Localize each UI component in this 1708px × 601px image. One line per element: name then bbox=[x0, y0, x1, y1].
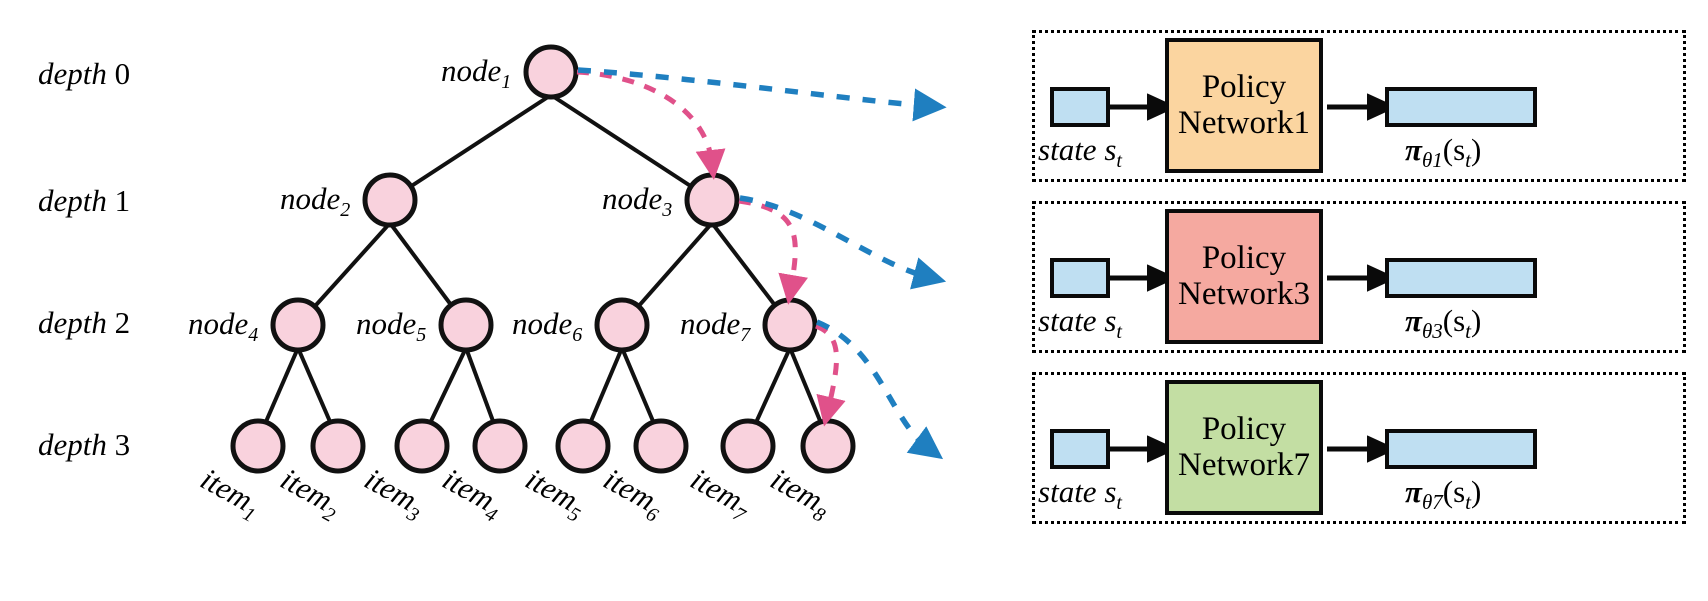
depth-label-2: depth 2 bbox=[38, 305, 130, 341]
depth-word-1: depth bbox=[38, 183, 107, 218]
state-input-box-3[interactable] bbox=[1050, 429, 1110, 469]
depth-value-1: 1 bbox=[114, 183, 131, 218]
policy-network-label-line2-2: Network3 bbox=[1178, 275, 1310, 312]
policy-network-label-line2-3: Network7 bbox=[1178, 446, 1310, 483]
tree-node-item3[interactable] bbox=[394, 418, 450, 474]
state-caption-2: state st bbox=[1038, 303, 1122, 344]
tree-node-item5[interactable] bbox=[555, 418, 611, 474]
policy-network-label-line1-2: Policy bbox=[1201, 239, 1287, 276]
tree-node-node4[interactable] bbox=[270, 297, 326, 353]
depth-label-0: depth 0 bbox=[38, 56, 130, 92]
tree-node-node6[interactable] bbox=[594, 297, 650, 353]
depth-word-2: depth bbox=[38, 305, 107, 340]
tree-node-label-node4: node4 bbox=[188, 306, 259, 347]
policy-output-caption-1: πθ1(st) bbox=[1405, 132, 1482, 173]
state-input-box-1[interactable] bbox=[1050, 87, 1110, 127]
tree-nodes bbox=[230, 44, 856, 474]
policy-network-label-line1-3: Policy bbox=[1201, 410, 1287, 447]
pink-arrow-node3-to-node7 bbox=[738, 198, 808, 305]
tree-node-label-node6: node6 bbox=[512, 306, 583, 347]
blue-arrow-to-panel1 bbox=[577, 67, 947, 122]
tree-node-label-node7: node7 bbox=[680, 306, 751, 347]
tree-node-item1[interactable] bbox=[230, 418, 286, 474]
tree-node-node7[interactable] bbox=[762, 297, 818, 353]
tree-node-label-node2: node2 bbox=[280, 181, 351, 222]
policy-output-box-2[interactable] bbox=[1385, 258, 1537, 298]
tree-node-item2[interactable] bbox=[310, 418, 366, 474]
tree-node-label-node5: node5 bbox=[356, 306, 427, 347]
tree-node-item8[interactable] bbox=[800, 418, 856, 474]
policy-panel-3 bbox=[1032, 372, 1686, 524]
pink-arrow-node7-to-item8 bbox=[814, 323, 846, 427]
tree-node-node5[interactable] bbox=[438, 297, 494, 353]
policy-panel-1 bbox=[1032, 30, 1686, 182]
depth-word-0: depth bbox=[38, 56, 107, 91]
policy-panel-2 bbox=[1032, 201, 1686, 353]
policy-network-box-2[interactable]: Policy Network3 bbox=[1165, 209, 1323, 344]
depth-word-3: depth bbox=[38, 427, 107, 462]
state-caption-1: state st bbox=[1038, 132, 1122, 173]
tree-node-label-node1: node1 bbox=[441, 53, 512, 94]
policy-output-caption-2: πθ3(st) bbox=[1405, 303, 1482, 344]
tree-node-item4[interactable] bbox=[472, 418, 528, 474]
panel-internal-arrows bbox=[1109, 93, 1397, 463]
tree-node-node3[interactable] bbox=[684, 172, 740, 228]
state-caption-3: state st bbox=[1038, 474, 1122, 515]
tree-node-node2[interactable] bbox=[362, 172, 418, 228]
depth-label-3: depth 3 bbox=[38, 427, 130, 463]
policy-output-box-3[interactable] bbox=[1385, 429, 1537, 469]
tree-node-node1[interactable] bbox=[523, 44, 579, 100]
tree-node-item6[interactable] bbox=[633, 418, 689, 474]
tree-edges bbox=[256, 93, 830, 441]
tree-node-label-node3: node3 bbox=[602, 181, 673, 222]
blue-arrow-to-panel2 bbox=[739, 195, 947, 290]
depth-value-0: 0 bbox=[114, 56, 131, 91]
depth-value-2: 2 bbox=[114, 305, 131, 340]
depth-value-3: 3 bbox=[114, 427, 131, 462]
highlight-path-pink bbox=[576, 69, 846, 427]
policy-network-label-line1-1: Policy bbox=[1201, 68, 1287, 105]
policy-output-caption-3: πθ7(st) bbox=[1405, 474, 1482, 515]
policy-output-box-1[interactable] bbox=[1385, 87, 1537, 127]
policy-network-label-line2-1: Network1 bbox=[1178, 104, 1310, 141]
depth-label-1: depth 1 bbox=[38, 183, 130, 219]
tree-node-item7[interactable] bbox=[720, 418, 776, 474]
state-input-box-2[interactable] bbox=[1050, 258, 1110, 298]
policy-network-box-3[interactable]: Policy Network7 bbox=[1165, 380, 1323, 515]
pink-arrow-node1-to-node3 bbox=[576, 69, 726, 180]
policy-network-box-1[interactable]: Policy Network1 bbox=[1165, 38, 1323, 173]
panel-connectors-blue bbox=[577, 67, 947, 460]
